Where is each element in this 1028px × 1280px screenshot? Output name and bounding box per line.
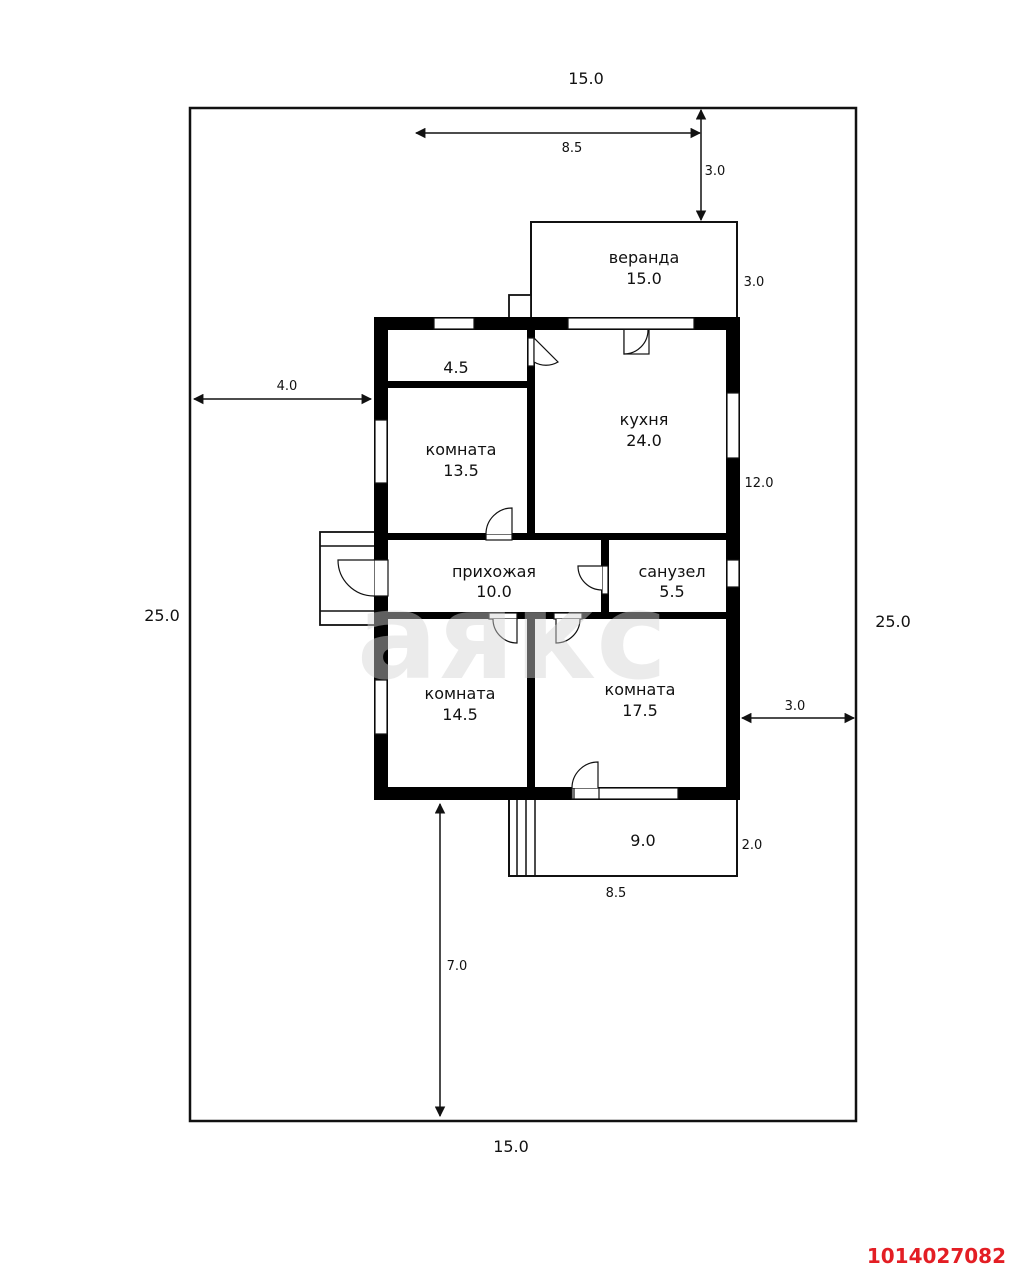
dim-veranda-depth: 3.0 xyxy=(744,275,765,290)
dim-terrace-width: 8.5 xyxy=(606,886,627,901)
windows xyxy=(374,317,740,800)
room-c-area: 17.5 xyxy=(622,701,658,720)
room-veranda-name: веранда xyxy=(609,248,680,267)
terrace-outline xyxy=(508,798,738,877)
room-b-area: 14.5 xyxy=(442,705,478,724)
room-b-name: комната xyxy=(425,684,496,703)
dim-house-to-right: 3.0 xyxy=(785,699,806,714)
dim-terrace-depth: 2.0 xyxy=(742,838,763,853)
plot-boundary xyxy=(188,106,858,1123)
interior-walls xyxy=(388,330,726,787)
dim-veranda-to-top: 3.0 xyxy=(705,164,726,179)
dimension-arrows xyxy=(192,108,856,1118)
dim-house-to-bottom: 7.0 xyxy=(447,959,468,974)
room-a-area: 13.5 xyxy=(443,461,479,480)
room-a-name: комната xyxy=(426,440,497,459)
listing-id: 1014027082 xyxy=(866,1244,1006,1268)
room-bathroom-area: 5.5 xyxy=(659,582,684,601)
room-kitchen-name: кухня xyxy=(620,410,669,429)
room-terrace-area: 9.0 xyxy=(630,831,655,850)
room-c-name: комната xyxy=(605,680,676,699)
watermark: аякс xyxy=(357,568,668,707)
room-hallway-area: 10.0 xyxy=(476,582,512,601)
dim-veranda-offset: 8.5 xyxy=(562,141,583,156)
exterior-walls xyxy=(374,317,740,800)
room-hallway-name: прихожая xyxy=(452,562,536,581)
room-bathroom-name: санузел xyxy=(638,562,705,581)
veranda-step xyxy=(508,294,532,319)
plot-bottom-width: 15.0 xyxy=(493,1137,529,1156)
plot-right-height: 25.0 xyxy=(875,612,911,631)
dim-house-to-left: 4.0 xyxy=(277,379,298,394)
doors xyxy=(337,329,650,800)
plot-top-width: 15.0 xyxy=(568,69,604,88)
room-veranda-area: 15.0 xyxy=(626,269,662,288)
room-storage-area: 4.5 xyxy=(443,358,468,377)
plot-left-height: 25.0 xyxy=(144,606,180,625)
room-kitchen-area: 24.0 xyxy=(626,431,662,450)
dim-house-depth: 12.0 xyxy=(745,476,774,491)
